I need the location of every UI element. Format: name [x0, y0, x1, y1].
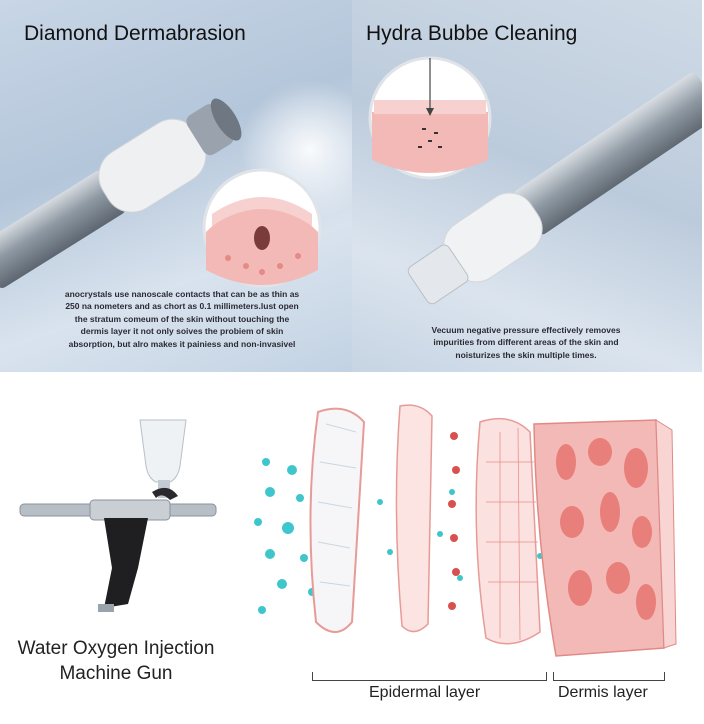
stratum-layer	[212, 197, 312, 226]
pore	[254, 226, 270, 250]
diamond-handpiece-illustration	[0, 80, 352, 288]
panel-title: Hydra Bubbe Cleaning	[366, 22, 578, 45]
handle-metal	[0, 170, 126, 288]
gun-caption: Water Oxygen Injection Machine Gun	[0, 636, 232, 686]
tip-ring	[210, 98, 242, 141]
oxygen-injection-gun	[19, 419, 217, 612]
epidermis-inner-layer	[475, 417, 541, 645]
gun-cup	[139, 419, 187, 483]
gun-caption-line1: Water Oxygen Injection	[17, 638, 215, 659]
gun-handle	[104, 518, 148, 608]
hydra-handpiece-illustration	[368, 56, 702, 305]
hydra-bubble-panel: Hydra Bubbe Cleaning Vecuum negative pre…	[352, 0, 702, 372]
gun-caption-line2: Machine Gun	[59, 663, 173, 684]
panel-title: Diamond Dermabrasion	[24, 22, 246, 45]
handle-metal	[513, 72, 702, 235]
bottom-section: Water Oxygen Injection Machine Gun Epide…	[0, 372, 704, 724]
dermis-bracket	[553, 672, 665, 681]
epidermal-layer-label: Epidermal layer	[369, 684, 481, 701]
panel-description: anocrystals use nanoscale contacts that …	[64, 289, 300, 349]
epidermal-bracket	[312, 672, 547, 681]
epidermis-middle-layer	[395, 404, 433, 633]
gun-trigger	[152, 487, 178, 500]
skin-section	[372, 112, 488, 173]
injection-diagram	[19, 404, 677, 657]
bubble-tip	[407, 244, 469, 305]
diamond-dermabrasion-panel: Diamond Dermabrasion anocrystals use nan…	[0, 0, 352, 372]
epidermis-outer-layer	[309, 407, 366, 633]
dermis-layer-label: Dermis layer	[558, 684, 648, 701]
panel-description: Vecuum negative pressure effectively rem…	[431, 325, 621, 360]
